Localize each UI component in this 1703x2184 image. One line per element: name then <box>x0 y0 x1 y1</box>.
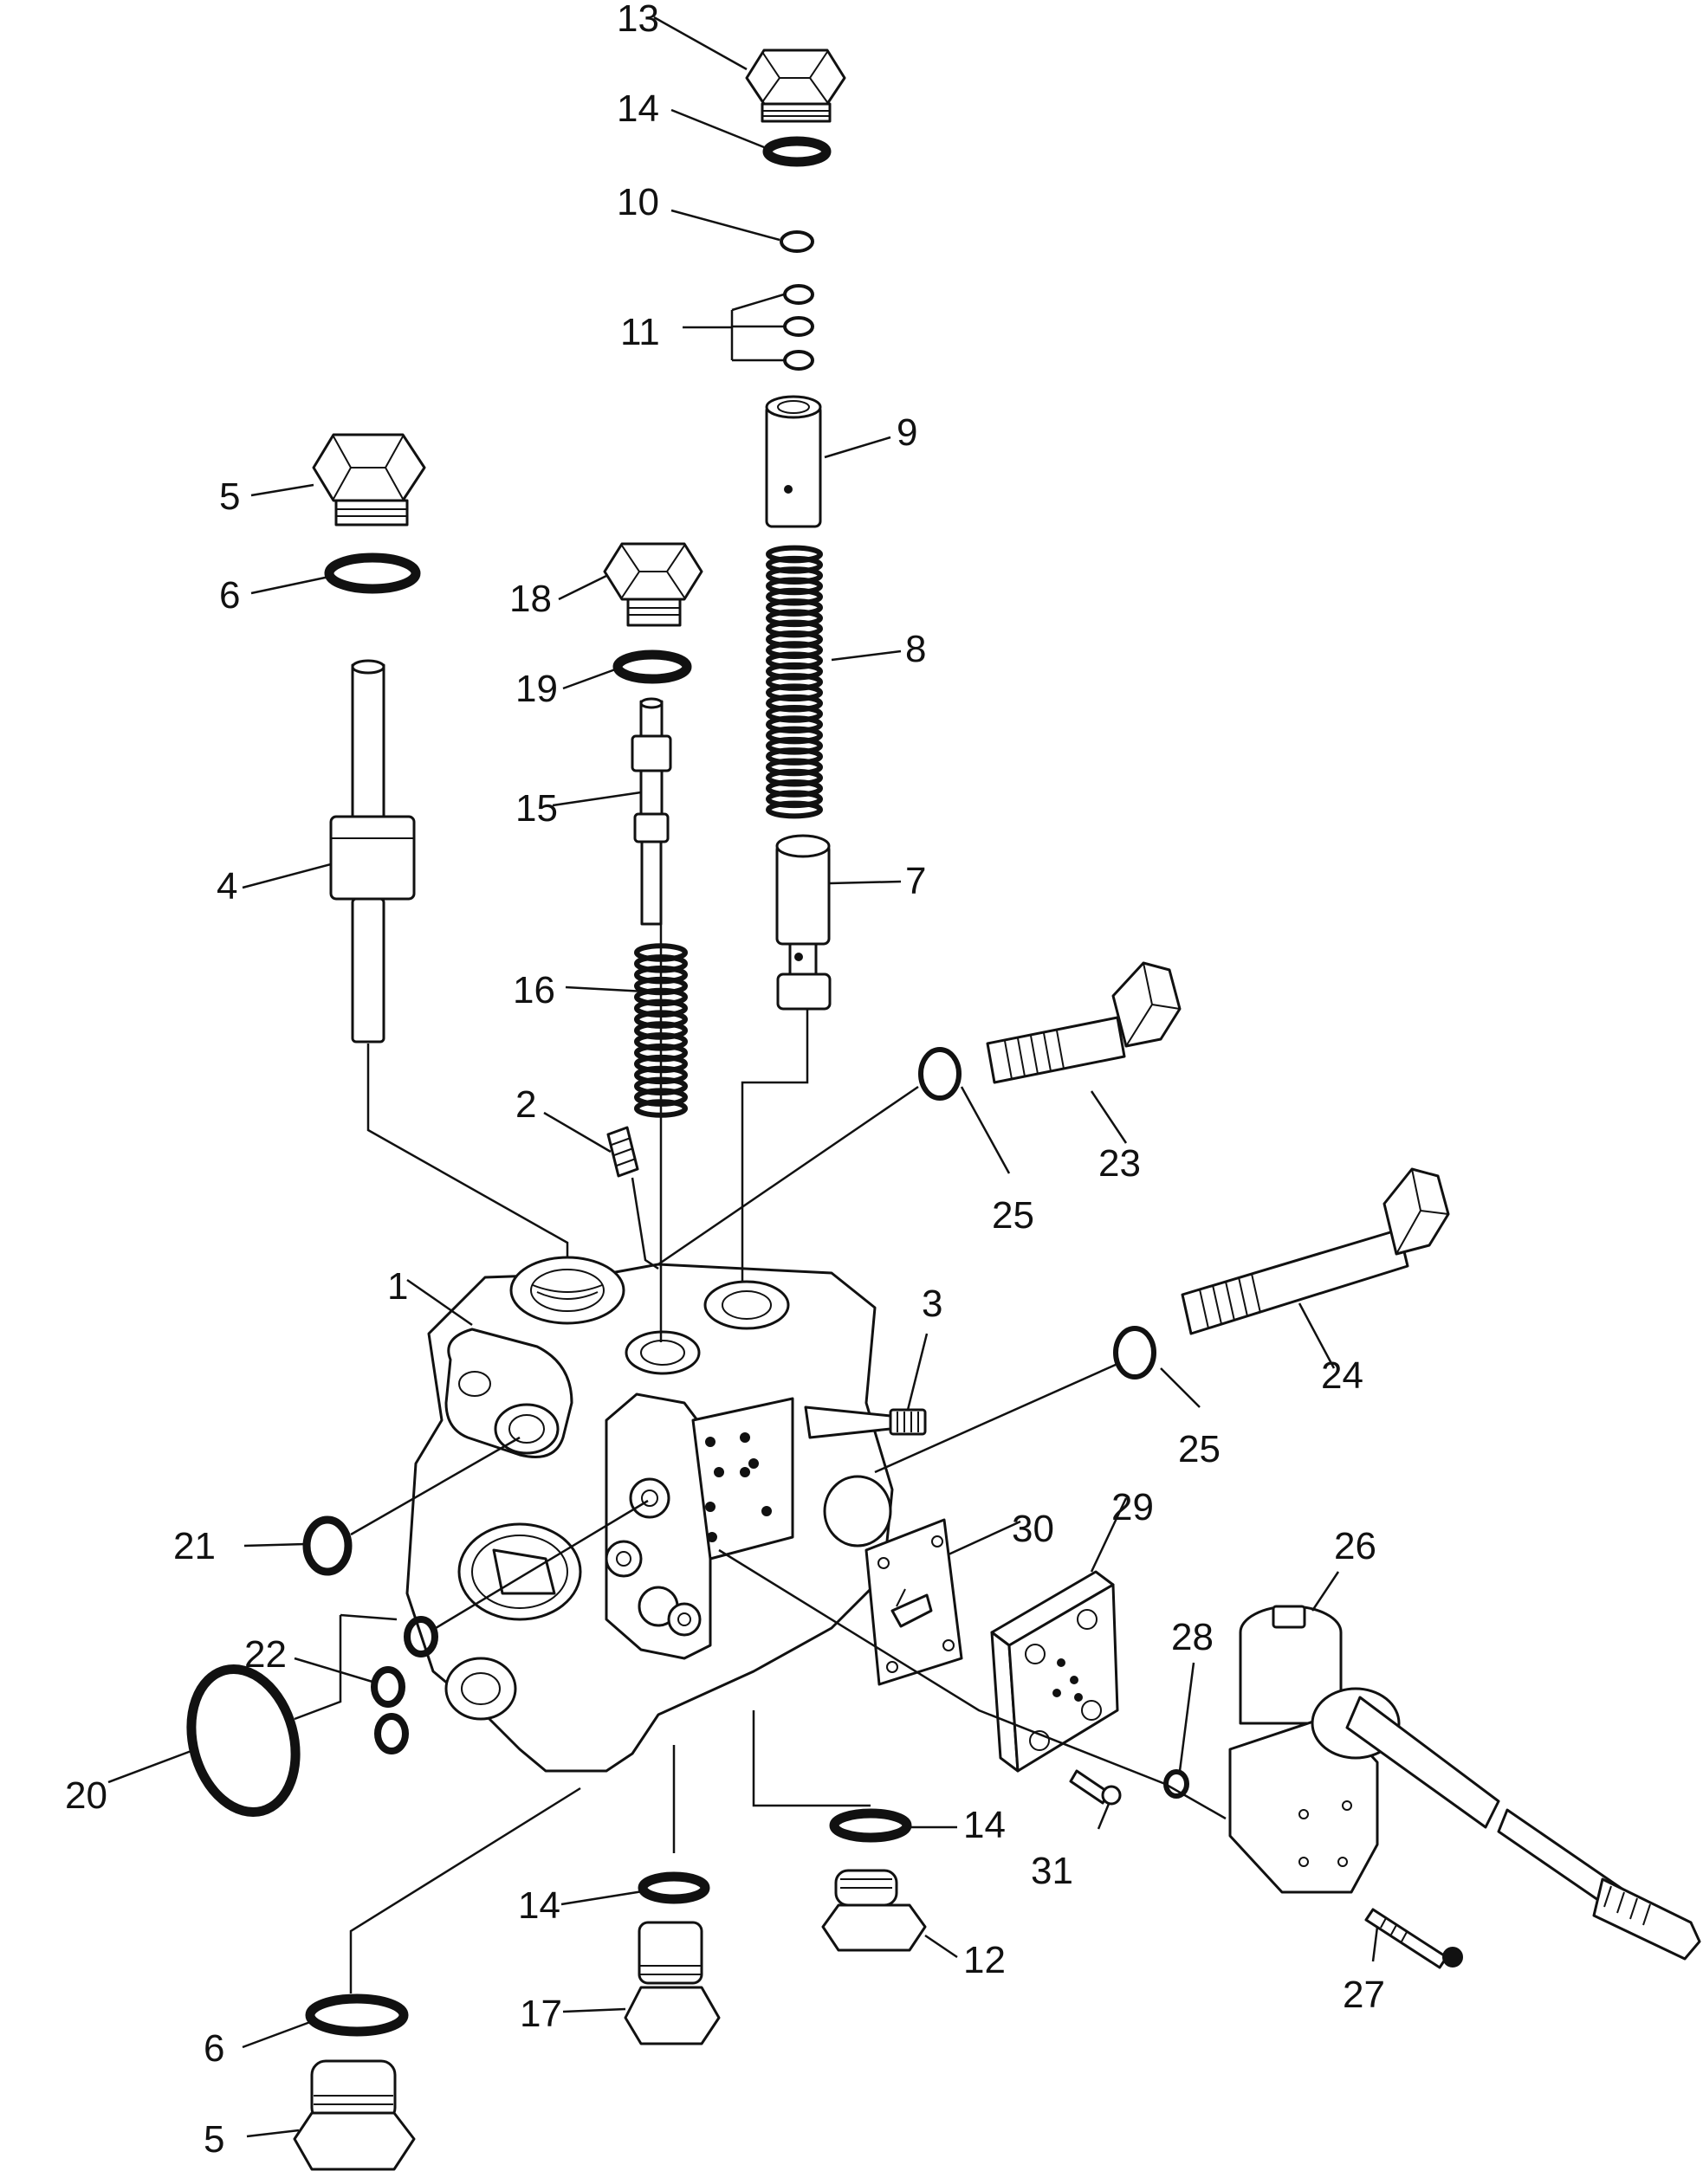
part-14-ring-bottom <box>638 1871 710 1904</box>
part-28-ring <box>1163 1769 1189 1799</box>
part-5-plug-bottom <box>293 2059 416 2171</box>
part-5-plug-top <box>312 433 426 527</box>
callout-30: 30 <box>1012 1508 1054 1550</box>
part-31-screw <box>1069 1769 1122 1806</box>
callout-5: 5 <box>219 475 240 518</box>
callout-15: 15 <box>515 787 558 830</box>
part-25-washer-upper <box>918 1047 962 1101</box>
part-22-orings <box>294 1613 438 1754</box>
callout-22: 22 <box>244 1633 287 1676</box>
callout-13: 13 <box>617 0 659 40</box>
part-6-ring-top <box>324 552 421 594</box>
callout-21: 21 <box>173 1525 216 1567</box>
callout-6-bottom: 6 <box>204 2027 224 2070</box>
assembly-lines <box>349 924 1227 1993</box>
part-3-setscrew <box>804 1405 927 1439</box>
callout-26: 26 <box>1334 1525 1376 1567</box>
part-2-ball <box>606 1126 639 1178</box>
part-26-solenoid-valve <box>1228 1605 1701 1961</box>
callout-6: 6 <box>219 574 240 617</box>
part-8-spring <box>766 545 823 819</box>
callout-24: 24 <box>1321 1354 1363 1397</box>
part-6-ring-bottom <box>305 1993 409 2037</box>
callout-16: 16 <box>513 969 555 1011</box>
callout-1: 1 <box>387 1265 408 1308</box>
callout-7: 7 <box>905 860 926 902</box>
part-7-piston <box>775 834 832 1011</box>
callout-14-bottom: 14 <box>518 1884 560 1927</box>
callout-4: 4 <box>217 865 237 908</box>
callout-5-bottom: 5 <box>204 2118 224 2161</box>
callout-19: 19 <box>515 668 558 710</box>
callout-3: 3 <box>922 1283 942 1325</box>
callout-14: 14 <box>617 87 659 130</box>
callout-25: 25 <box>992 1194 1034 1237</box>
callout-labels: 13 14 10 11 9 8 7 5 6 18 19 15 4 16 2 1 … <box>65 0 1385 2161</box>
callout-10: 10 <box>617 181 659 223</box>
callout-18: 18 <box>509 578 552 620</box>
part-19-ring <box>612 649 692 684</box>
callout-20: 20 <box>65 1774 107 1817</box>
part-30-gasket <box>864 1518 963 1686</box>
callout-27: 27 <box>1343 1974 1385 2016</box>
part-15-valve <box>631 697 672 926</box>
part-11-shims <box>730 284 814 371</box>
part-4-spool <box>329 659 416 1044</box>
callout-9: 9 <box>897 411 917 454</box>
callout-11: 11 <box>620 311 660 353</box>
callout-8: 8 <box>905 628 926 670</box>
part-14-ring-right <box>829 1808 912 1843</box>
part-24-bolt <box>1181 1167 1450 1335</box>
callout-17: 17 <box>520 1993 562 2035</box>
part-21-oring <box>302 1515 353 1576</box>
part-12-plug <box>821 1869 927 1952</box>
part-17-plug <box>624 1921 721 2045</box>
part-1-valve-body <box>405 1256 927 1773</box>
part-14-ring <box>762 136 832 167</box>
part-23-bolt <box>986 961 1182 1084</box>
callout-leaders <box>107 16 1379 2138</box>
callout-2: 2 <box>515 1083 536 1126</box>
callout-25-lower: 25 <box>1178 1428 1221 1470</box>
part-29-plate <box>990 1570 1119 1773</box>
part-10-ball <box>780 230 814 253</box>
part-13-plug <box>745 48 846 123</box>
part-25-washer-lower <box>1113 1326 1156 1380</box>
callout-23: 23 <box>1098 1142 1141 1185</box>
callout-29: 29 <box>1111 1486 1154 1528</box>
part-27-bolt <box>1364 1908 1463 1969</box>
callout-12: 12 <box>963 1939 1006 1981</box>
callout-14-right: 14 <box>963 1804 1006 1846</box>
part-9-sleeve <box>765 395 822 528</box>
callout-31: 31 <box>1031 1850 1073 1892</box>
part-20-oring <box>186 1664 301 1818</box>
callout-28: 28 <box>1171 1616 1214 1658</box>
part-18-plug <box>603 542 703 627</box>
